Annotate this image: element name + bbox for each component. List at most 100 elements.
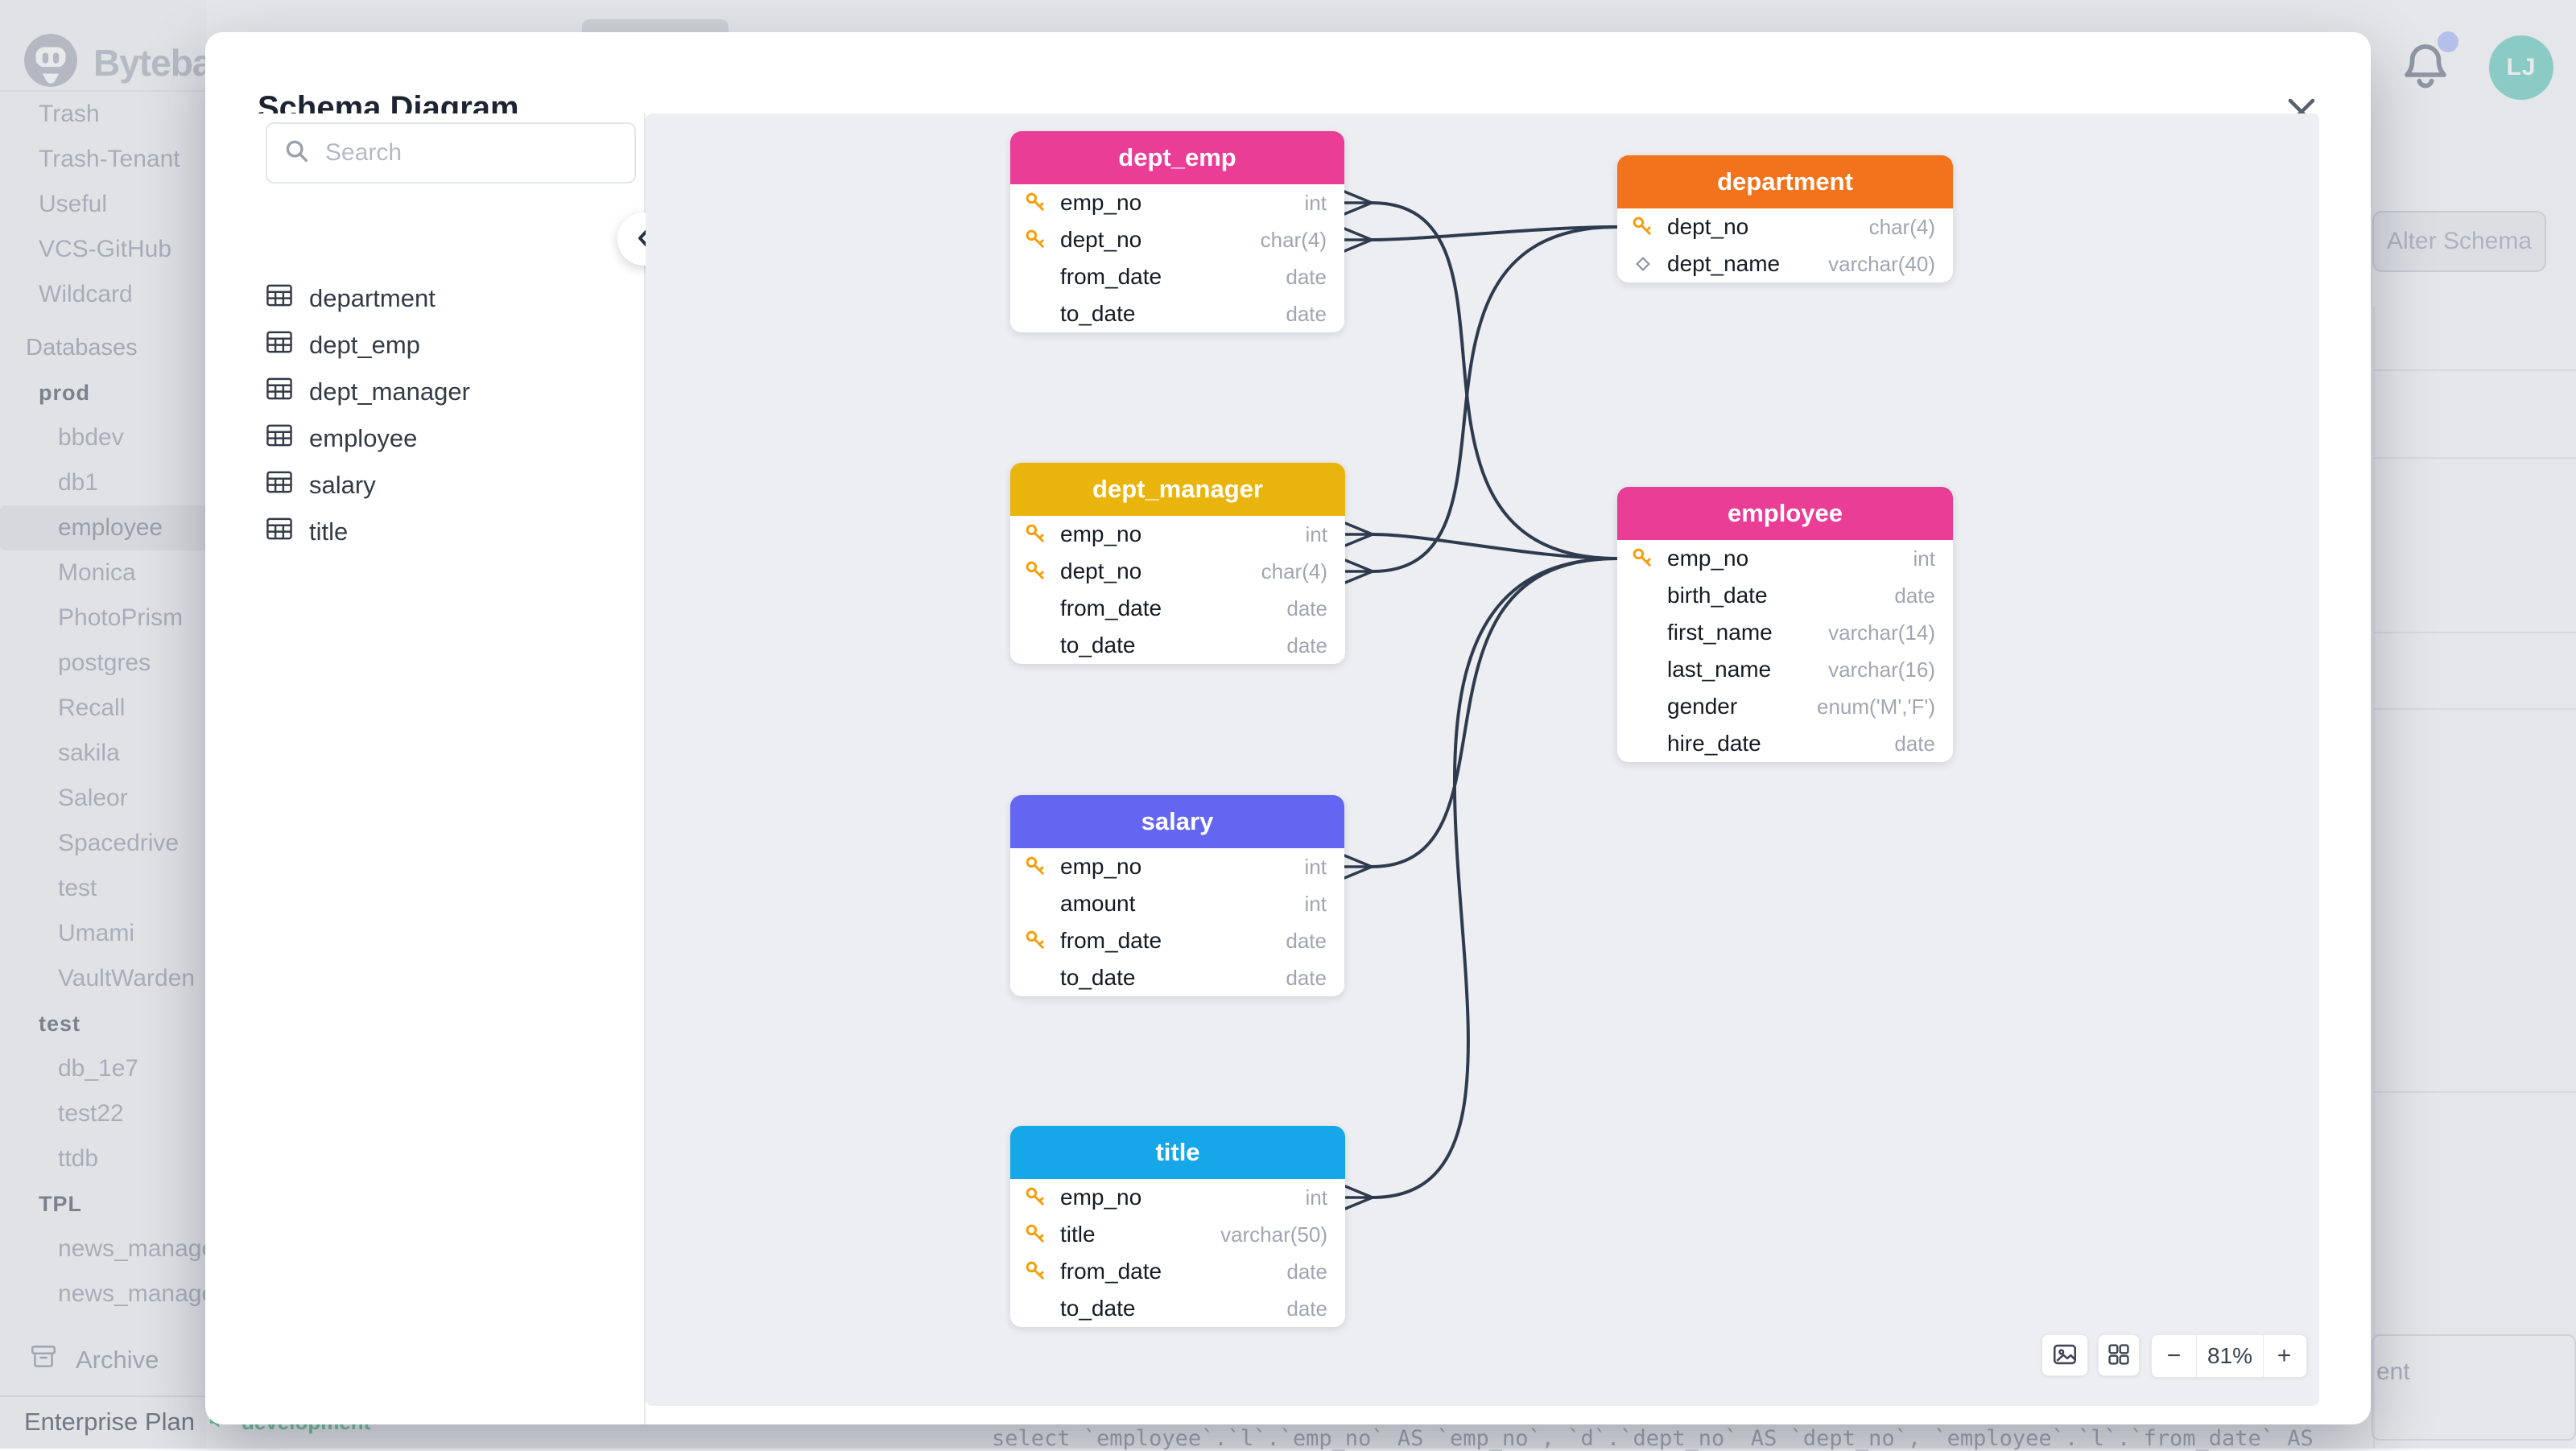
column-type: int [1913,546,1935,571]
sidebar-item-trash[interactable]: Trash [39,101,100,127]
sidebar-item-sakila[interactable]: sakila [58,740,120,766]
entity-header-salary: salary [1010,795,1344,848]
sidebar-item-test22[interactable]: test22 [58,1100,124,1127]
grid-icon [2106,1342,2132,1370]
app-logo[interactable]: Bytebase [21,31,227,94]
column-name: from_date [1060,928,1162,953]
overview-grid-button[interactable] [2098,1334,2140,1376]
fit-view-button[interactable] [2041,1334,2088,1376]
notifications-bell-icon[interactable] [2397,31,2458,98]
avatar[interactable]: LJ [2489,35,2553,100]
table-list-item-salary[interactable]: salary [266,462,636,509]
column-type: int [1305,1185,1327,1210]
alter-schema-button[interactable]: Alter Schema [2372,211,2546,272]
sidebar-item-ttdb[interactable]: ttdb [58,1145,99,1172]
column-type: int [1305,521,1327,546]
edges-svg [1343,190,1619,1210]
sidebar-item-vcs-github[interactable]: VCS-GitHub [39,236,172,262]
column-icon-placeholder [1630,620,1656,645]
table-list-item-title[interactable]: title [266,509,636,555]
column-name: dept_no [1060,227,1142,252]
table-list-item-dept_emp[interactable]: dept_emp [266,322,636,369]
search-icon [283,138,311,169]
key-icon [1023,559,1049,584]
column-name: first_name [1667,620,1773,645]
sidebar-item-bbdev[interactable]: bbdev [58,424,124,451]
column-icon-placeholder [1023,891,1049,917]
sidebar-item-recall[interactable]: Recall [58,695,126,721]
key-icon [1023,190,1049,216]
sidebar-item-trash-tenant[interactable]: Trash-Tenant [39,146,180,172]
sidebar-item-tpl[interactable]: TPL [39,1192,82,1216]
sidebar-item-vaultwarden[interactable]: VaultWarden [58,965,196,991]
sidebar-item-postgres[interactable]: postgres [58,649,151,676]
zoom-in-button[interactable]: + [2263,1335,2305,1377]
sidebar-item-news-manage[interactable]: news_manage [58,1280,216,1307]
background-row-divider [2373,632,2576,633]
column-type: date [1286,264,1327,289]
table-list-item-dept_manager[interactable]: dept_manager [266,369,636,415]
sidebar-item-monica[interactable]: Monica [58,559,136,586]
key-icon [1023,521,1049,547]
entity-header-dept_manager: dept_manager [1010,463,1345,516]
sidebar-item-spacedrive[interactable]: Spacedrive [58,830,180,856]
search-input[interactable] [324,138,638,167]
table-list-label: title [309,517,349,546]
column-type: enum('M','F') [1817,694,1935,719]
key-icon [1630,214,1656,240]
chevron-left-icon [632,226,656,253]
column-name: to_date [1060,633,1136,657]
sidebar-item-archive[interactable]: Archive [0,1338,206,1383]
column-type: char(4) [1261,559,1327,583]
background-cutoff-box: ent [2372,1334,2576,1441]
sidebar-item-db-1e7[interactable]: db_1e7 [58,1055,139,1082]
sidebar-item-wildcard[interactable]: Wildcard [39,281,133,307]
entity-header-department: department [1617,155,1953,208]
zoom-out-button[interactable]: − [2152,1335,2197,1377]
notification-dot [2438,31,2458,52]
sidebar-item-useful[interactable]: Useful [39,191,108,217]
column-type: varchar(40) [1828,251,1935,276]
sidebar-item-databases: Databases [26,335,138,361]
sidebar-item-news-manage[interactable]: news_manage [58,1235,216,1262]
sidebar-item-photoprism[interactable]: PhotoPrism [58,604,184,631]
crow-foot-marker [1343,227,1373,253]
sidebar-item-db1[interactable]: db1 [58,469,99,496]
column-type: varchar(16) [1828,657,1935,682]
sidebar-item-umami[interactable]: Umami [58,920,134,946]
zoom-level: 81% [2207,1343,2253,1368]
crow-foot-marker [1344,559,1374,584]
column-type: char(4) [1260,227,1327,252]
table-list-item-employee[interactable]: employee [266,415,636,462]
sidebar-item-saleor[interactable]: Saleor [58,785,128,811]
sidebar-item-prod[interactable]: prod [39,381,90,405]
sidebar-item-test[interactable]: test [39,1012,81,1036]
sidebar-item-test[interactable]: test [58,875,97,901]
sql-snippet: select `employee`.`l`.`emp_no` AS `emp_n… [992,1426,2314,1451]
table-list-item-department[interactable]: department [266,275,636,322]
key-icon [1023,227,1049,253]
column-type: varchar(14) [1828,620,1935,645]
table-list-label: department [309,284,436,312]
search-box[interactable] [266,122,638,183]
column-type: int [1304,190,1327,215]
column-type: date [1286,965,1327,990]
